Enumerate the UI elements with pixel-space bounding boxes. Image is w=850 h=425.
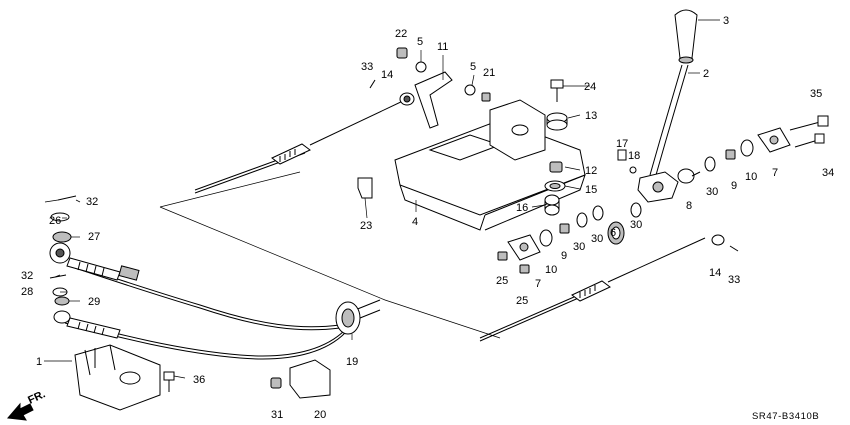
collar-10-right bbox=[740, 139, 754, 157]
bracket-1 bbox=[74, 344, 161, 411]
callout-24: 24 bbox=[584, 81, 596, 93]
callout-13: 13 bbox=[585, 110, 597, 122]
front-direction-indicator: FR. bbox=[7, 388, 47, 421]
callout-31: 31 bbox=[271, 409, 283, 421]
callout-4: 4 bbox=[412, 216, 418, 228]
holder-7-right bbox=[757, 127, 791, 153]
callout-14-right: 14 bbox=[709, 267, 721, 279]
callout-32-upper: 32 bbox=[86, 196, 98, 208]
holder-7-center bbox=[507, 234, 541, 261]
callout-27: 27 bbox=[88, 231, 100, 243]
nut-9-center bbox=[559, 223, 570, 234]
callout-7-right: 7 bbox=[772, 167, 778, 179]
callout-16: 16 bbox=[516, 202, 528, 214]
bushing-6 bbox=[607, 221, 625, 245]
callout-22: 22 bbox=[395, 28, 407, 40]
nut-31 bbox=[270, 377, 282, 389]
diagram-code: SR47-B3410B bbox=[752, 411, 819, 422]
shift-housing bbox=[637, 171, 679, 203]
nut-21 bbox=[481, 92, 491, 102]
bolt-24 bbox=[550, 79, 564, 102]
shift-lever-2 bbox=[649, 64, 689, 176]
callout-14-upper: 14 bbox=[381, 69, 393, 81]
routing-guide-lines bbox=[159, 171, 501, 339]
bracket-20 bbox=[289, 359, 331, 399]
callout-17: 17 bbox=[616, 138, 628, 150]
bolts-25 bbox=[497, 251, 530, 274]
nut-22 bbox=[396, 47, 408, 59]
callout-15: 15 bbox=[585, 184, 597, 196]
grommet-19 bbox=[335, 301, 361, 335]
callout-6: 6 bbox=[610, 227, 616, 239]
right-control-cable bbox=[479, 234, 739, 342]
bolt-36 bbox=[163, 371, 175, 392]
left-cable-end-lower bbox=[53, 310, 121, 339]
callout-30-a: 30 bbox=[573, 241, 585, 253]
callout-25-upper: 25 bbox=[496, 275, 508, 287]
washer-18 bbox=[629, 166, 637, 174]
callout-34: 34 bbox=[822, 167, 834, 179]
callout-11: 11 bbox=[437, 41, 448, 53]
callout-30-d: 30 bbox=[706, 186, 718, 198]
bolt-35 bbox=[789, 115, 829, 131]
callout-10-right: 10 bbox=[745, 171, 757, 183]
callout-21: 21 bbox=[483, 67, 495, 79]
callout-33-upper: 33 bbox=[361, 61, 373, 73]
shift-knob-3 bbox=[674, 9, 698, 64]
left-small-parts bbox=[49, 195, 77, 306]
front-arrow-icon bbox=[7, 402, 34, 421]
callout-8: 8 bbox=[686, 200, 692, 212]
lever-11 bbox=[414, 71, 453, 129]
collar-5-upper bbox=[415, 61, 427, 73]
bushings-30-center bbox=[576, 202, 642, 228]
callout-5-lower: 5 bbox=[470, 61, 476, 73]
nut-9-right bbox=[725, 149, 736, 160]
callout-1: 1 bbox=[36, 356, 42, 368]
callout-36: 36 bbox=[193, 374, 205, 386]
callout-leader-lines bbox=[44, 19, 720, 379]
nut-12 bbox=[549, 161, 563, 173]
callout-29: 29 bbox=[88, 296, 100, 308]
callout-labels: 1 2 3 4 5 5 6 7 7 8 9 9 10 10 11 12 13 1… bbox=[21, 15, 834, 421]
pivot-8 bbox=[677, 168, 701, 184]
clip-17 bbox=[617, 149, 627, 161]
collar-5-lower bbox=[464, 84, 476, 96]
callout-32-lower: 32 bbox=[21, 270, 33, 282]
callout-10-center: 10 bbox=[545, 264, 557, 276]
bolt-34 bbox=[794, 133, 825, 148]
callout-26: 26 bbox=[49, 215, 61, 227]
callout-33-right: 33 bbox=[728, 274, 740, 286]
callout-19: 19 bbox=[346, 356, 358, 368]
upper-control-cable bbox=[194, 79, 415, 194]
callout-18: 18 bbox=[628, 150, 640, 162]
bushing-15 bbox=[544, 180, 566, 192]
callout-2: 2 bbox=[703, 68, 709, 80]
callout-5-upper: 5 bbox=[417, 36, 423, 48]
bushing-30-right bbox=[704, 156, 716, 172]
callout-9-center: 9 bbox=[561, 250, 567, 262]
callout-30-b: 30 bbox=[591, 233, 603, 245]
callout-7-center: 7 bbox=[535, 278, 541, 290]
callout-12: 12 bbox=[585, 165, 597, 177]
callout-23: 23 bbox=[360, 220, 372, 232]
bushing-13 bbox=[546, 112, 568, 131]
callout-25-lower: 25 bbox=[516, 295, 528, 307]
callout-3: 3 bbox=[723, 15, 729, 27]
clip-23 bbox=[357, 177, 373, 199]
front-direction-label: FR. bbox=[26, 388, 47, 406]
base-plate-4 bbox=[394, 99, 586, 231]
callout-9-right: 9 bbox=[731, 180, 737, 192]
callout-30-c: 30 bbox=[630, 219, 642, 231]
callout-28: 28 bbox=[21, 286, 33, 298]
collar-16 bbox=[544, 194, 560, 216]
callout-35: 35 bbox=[810, 88, 822, 100]
collar-10-center bbox=[539, 229, 553, 247]
left-cable-end-upper bbox=[49, 242, 140, 281]
callout-20: 20 bbox=[314, 409, 326, 421]
